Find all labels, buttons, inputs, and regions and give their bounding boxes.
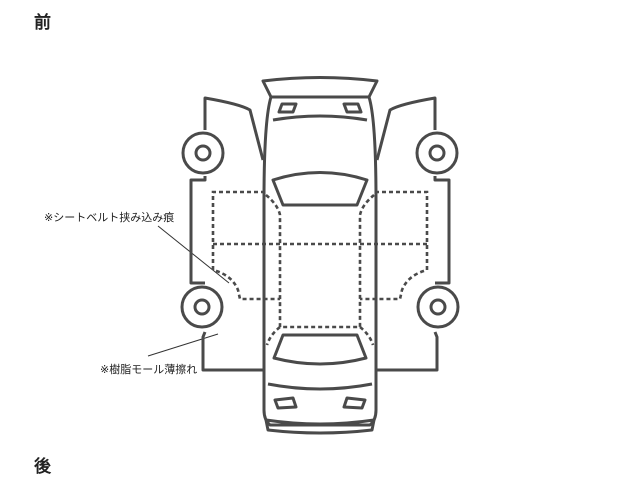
rear-label: 後	[34, 457, 51, 477]
annotation-resin-molding-scuff: ※樹脂モール薄擦れ	[100, 363, 198, 376]
car-body	[261, 76, 379, 435]
car-left-side	[180, 96, 265, 372]
front-wheel-left	[181, 131, 225, 175]
damage-zones-dashed	[211, 190, 429, 346]
front-label: 前	[34, 13, 51, 33]
rear-wheel-left	[180, 285, 224, 329]
car-right-side	[374, 96, 460, 372]
leader-lines	[147, 225, 230, 357]
annotation-seatbelt-mark: ※シートベルト挟み込み痕	[44, 211, 175, 224]
